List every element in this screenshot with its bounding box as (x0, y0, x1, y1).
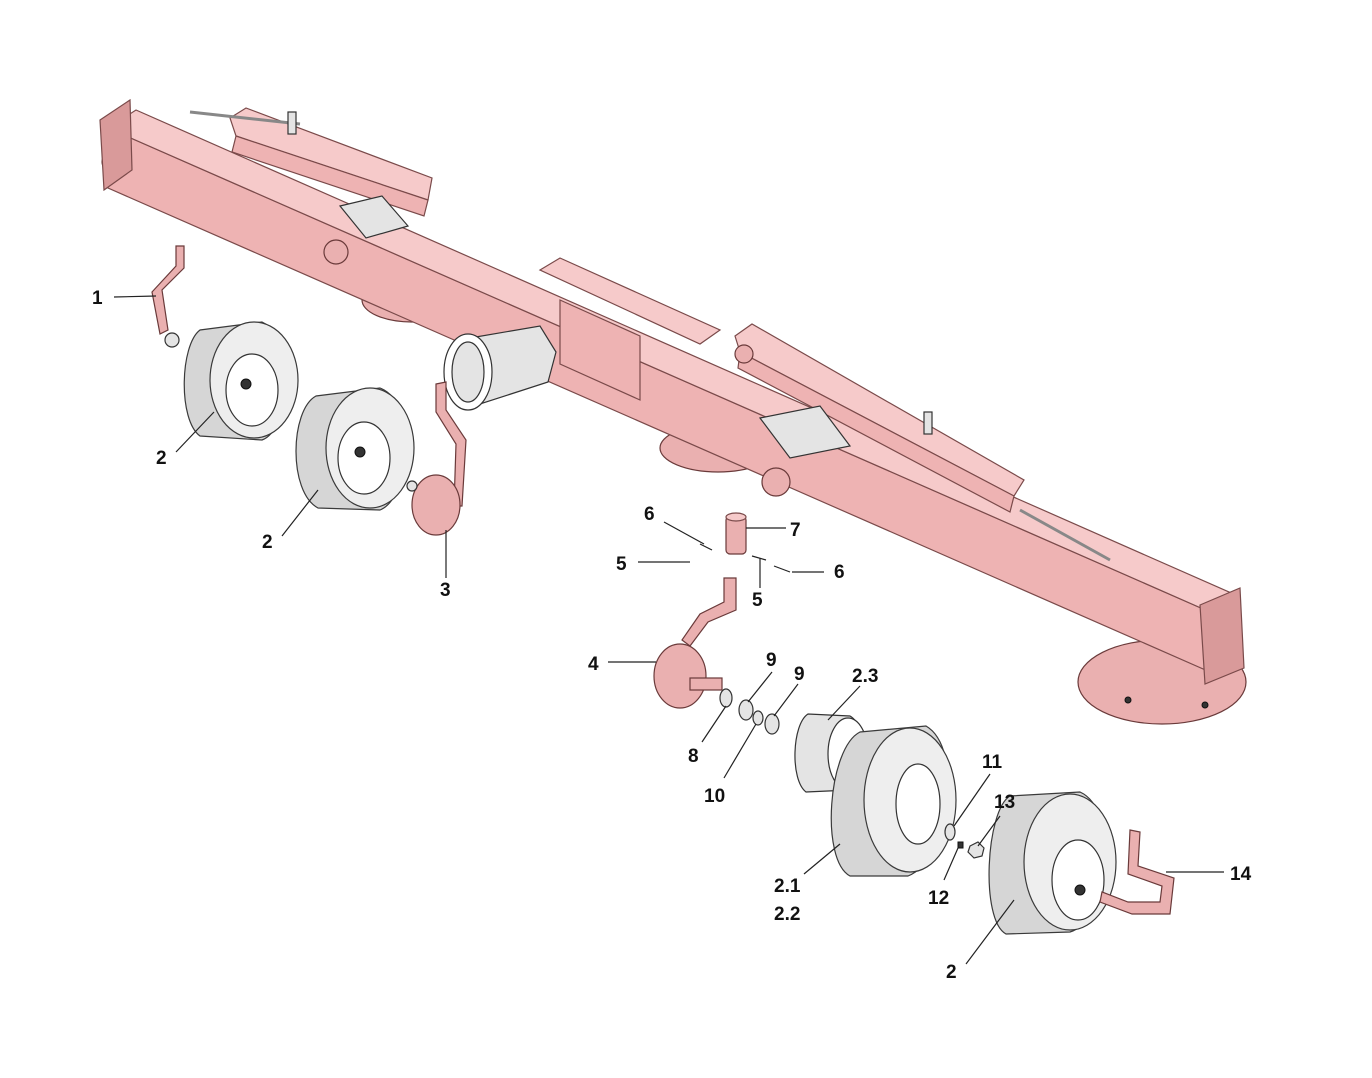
wheel-3-hub (1074, 884, 1086, 896)
upper-rail-left (229, 107, 433, 201)
arm-3-nut (406, 480, 418, 492)
part-7-sleeve (725, 515, 747, 555)
leader-8 (701, 705, 727, 743)
crank-arm-washer (164, 332, 180, 348)
wheel-3 (988, 791, 1117, 935)
leader-23 (827, 685, 861, 721)
wheel-1-rim (225, 353, 279, 427)
leader-11 (953, 773, 991, 827)
main-frame (99, 98, 1247, 725)
part-2-1-tire-bore (895, 763, 941, 845)
upper-rail-left-side (231, 135, 429, 217)
callout-2-2: 2.2 (774, 904, 800, 925)
callout-2-a: 2 (156, 448, 167, 469)
callout-5-b: 5 (752, 590, 763, 611)
callout-7: 7 (790, 520, 801, 541)
part-5-pin-right (751, 555, 767, 561)
crank-arm-shape (151, 245, 185, 335)
part-13-nut (967, 841, 985, 859)
part-8-washer (719, 688, 733, 708)
part-7-sleeve-top (725, 512, 747, 522)
part-6-pin-left (699, 543, 713, 551)
frame-end-left (99, 98, 133, 192)
center-cross-member (538, 257, 722, 345)
part-1-crank-arm (151, 245, 185, 348)
frame-end-right (1199, 587, 1245, 685)
wheel-1 (183, 321, 299, 441)
leader-9a (747, 671, 773, 703)
wheel-3-rim (1051, 839, 1105, 921)
callout-14: 14 (1230, 864, 1252, 885)
pivot-knuckle (323, 239, 349, 265)
callout-9-b: 9 (794, 664, 805, 685)
callout-labels: 1 2 2 2 3 4 5 5 6 6 7 8 9 9 10 11 12 13 … (92, 288, 1252, 983)
callout-9-a: 9 (766, 650, 777, 671)
leader-9b (773, 683, 799, 717)
plate-bolt (1124, 696, 1132, 704)
callout-4: 4 (588, 654, 599, 675)
tie-rod (1019, 508, 1111, 562)
part-11-washer (944, 823, 956, 841)
tie-rod (189, 110, 301, 126)
wheel-2 (295, 387, 415, 511)
callout-13: 13 (994, 792, 1015, 813)
part-3-wheel-arm (406, 381, 467, 536)
wheel-1-hub (240, 378, 252, 390)
callout-6-a: 6 (644, 504, 655, 525)
callout-3: 3 (440, 580, 451, 601)
leader-1 (113, 295, 157, 298)
callout-2-1: 2.1 (774, 876, 801, 897)
arm-4-shape (681, 577, 737, 647)
part-14-axle-arm (1099, 829, 1175, 915)
bracket-plate-left (338, 195, 410, 239)
arm-3-shape (435, 381, 467, 507)
arm-4-spindle (689, 677, 723, 691)
leader-2b (281, 489, 319, 537)
small-parts (680, 512, 1175, 915)
part-6-pin-right (773, 565, 791, 573)
callout-2-c: 2 (946, 962, 957, 983)
part-4-wheel-arm (653, 577, 737, 709)
leader-12 (943, 847, 959, 881)
callout-2-3: 2.3 (852, 666, 878, 687)
leader-6a (663, 521, 705, 545)
callout-11: 11 (982, 752, 1003, 773)
part-12-nipple (957, 841, 964, 849)
callout-6-b: 6 (834, 562, 845, 583)
bracket-plate-right (758, 405, 852, 459)
arm-3-plate (411, 474, 461, 536)
leader-2c (965, 899, 1015, 965)
part-10-spacer (752, 710, 764, 726)
leader-10 (723, 723, 757, 779)
center-bracket (559, 299, 641, 401)
wheel-2-rim (337, 421, 391, 495)
spring-right (923, 411, 933, 435)
part-9-bearing-right (764, 713, 780, 735)
part-9-bearing-left (738, 699, 754, 721)
wheel-2-hub (354, 446, 366, 458)
pivot-knuckle (734, 344, 754, 364)
leader-13 (977, 815, 1001, 847)
spring-left (287, 111, 297, 135)
leader-21 (803, 843, 841, 875)
bellows-ring-inner (451, 341, 485, 403)
upper-rail-right-side (737, 351, 1015, 513)
pivot-knuckle (761, 467, 791, 497)
arm-4-plate (653, 643, 707, 709)
leader-lines (113, 295, 1224, 965)
plate-bolt (1201, 701, 1209, 709)
callout-2-b: 2 (262, 532, 273, 553)
pto-bellows (443, 325, 557, 411)
callout-8: 8 (688, 746, 699, 767)
leader-2a (175, 411, 215, 453)
callout-5-a: 5 (616, 554, 627, 575)
callout-1: 1 (92, 288, 103, 309)
callout-10: 10 (704, 786, 725, 807)
callout-12: 12 (928, 888, 949, 909)
